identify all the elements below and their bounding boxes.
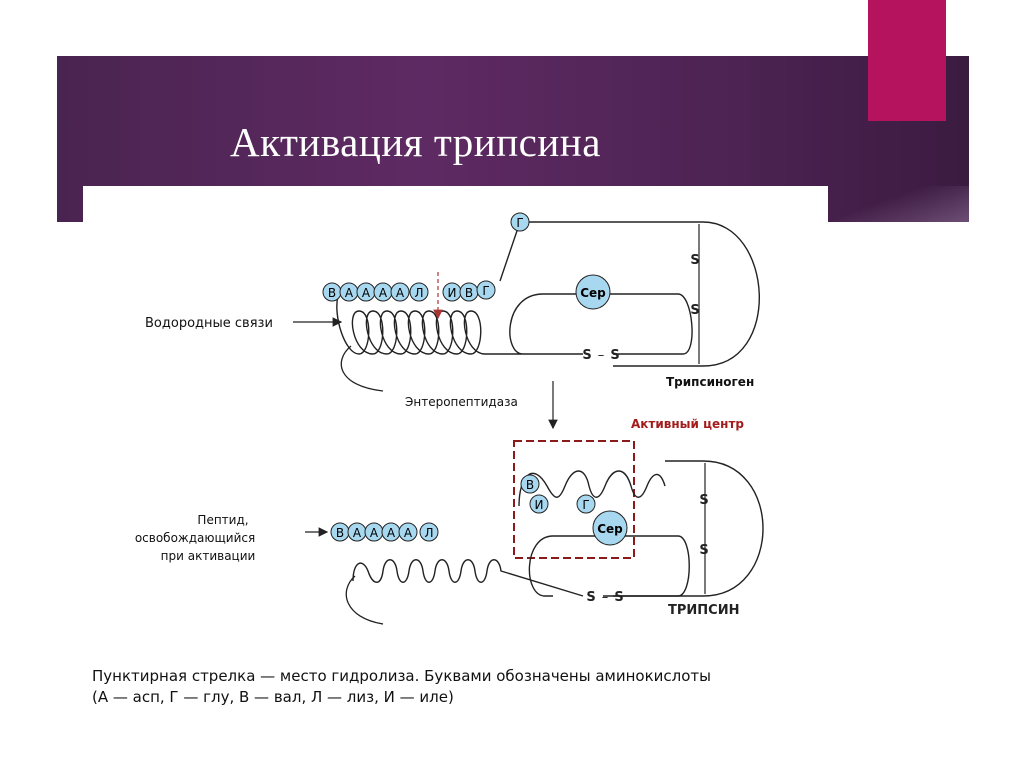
residue-label: А xyxy=(404,526,413,540)
active-center-box xyxy=(513,440,635,559)
residue-i-active xyxy=(529,494,549,514)
residue-label: В xyxy=(328,286,336,300)
slide-title: Активация трипсина xyxy=(230,119,601,165)
disulfide-s: S xyxy=(699,543,708,558)
residue-label: А xyxy=(387,526,396,540)
trypsin-helix xyxy=(352,559,584,597)
disulfide-s: S xyxy=(690,303,699,318)
trypsinogen-tail xyxy=(340,345,384,392)
disulfide-dash: – xyxy=(602,590,609,605)
disulfide-s: S xyxy=(582,348,591,363)
trypsinogen-structure: В А А А А Л И В Г Г xyxy=(145,212,760,430)
trypsin-activation-diagram: В А А А А Л И В Г Г xyxy=(135,212,764,625)
header-sweep xyxy=(827,186,969,222)
residue-g-top xyxy=(510,212,530,232)
residue-label: А xyxy=(370,526,379,540)
residue-v-active xyxy=(520,474,540,494)
trypsinogen-outer-loop xyxy=(499,221,760,367)
label-active-center: Активный центр xyxy=(631,417,744,431)
caption-line2: (А — асп, Г — глу, В — вал, Л — лиз, И —… xyxy=(92,688,454,706)
trypsin-outer-loop xyxy=(603,460,764,597)
accent-rectangle xyxy=(868,0,946,121)
label-peptide-line2: освобождающийся xyxy=(135,531,255,545)
disulfide-s: S xyxy=(586,590,595,605)
residue-label: А xyxy=(362,286,371,300)
residue-label: Л xyxy=(414,286,423,300)
residue-label: А xyxy=(345,286,354,300)
figure-caption: Пунктирная стрелка — место гидролиза. Бу… xyxy=(92,666,822,708)
disulfide-dash: – xyxy=(598,348,605,363)
trypsinogen-residues: В А А А А Л И В Г xyxy=(322,280,496,302)
trypsinogen-loop xyxy=(503,293,693,355)
label-trypsinogen: Трипсиноген xyxy=(666,375,754,389)
residue-v-active-label: В xyxy=(526,478,534,492)
residue-label: В xyxy=(465,286,473,300)
residue-label: А xyxy=(396,286,405,300)
label-enteropeptidase: Энтеропептидаза xyxy=(405,395,518,409)
disulfide-s: S xyxy=(610,348,619,363)
residue-label: В xyxy=(336,526,344,540)
residue-label: А xyxy=(353,526,362,540)
trypsin-tail xyxy=(345,575,384,625)
residue-label: А xyxy=(379,286,388,300)
disulfide-s: S xyxy=(690,253,699,268)
residue-i-active-label: И xyxy=(535,498,544,512)
diagram-panel: В А А А А Л И В Г Г xyxy=(83,186,828,731)
label-peptide-line1: Пептид, xyxy=(197,513,248,527)
label-trypsin: ТРИПСИН xyxy=(668,603,739,618)
label-hydrogen-bonds: Водородные связи xyxy=(145,316,273,331)
residue-g-active xyxy=(576,494,596,514)
residue-g-active-label: Г xyxy=(582,498,589,512)
caption-line1: Пунктирная стрелка — место гидролиза. Бу… xyxy=(92,667,711,685)
ser-label-top: Сер xyxy=(580,286,606,300)
disulfide-s: S xyxy=(699,493,708,508)
residue-g-top-label: Г xyxy=(516,216,523,230)
label-peptide-line3: при активации xyxy=(161,549,256,563)
trypsinogen-helix xyxy=(336,295,503,355)
residue-label: И xyxy=(448,286,457,300)
released-peptide: В А А А А Л xyxy=(330,522,439,542)
residue-label: Г xyxy=(482,284,489,298)
trypsin-helix-active xyxy=(518,470,666,507)
residue-label: Л xyxy=(424,526,433,540)
ser-residue-top xyxy=(575,274,611,310)
disulfide-s: S xyxy=(614,590,623,605)
ser-label-bottom: Сер xyxy=(597,522,623,536)
ser-residue-bottom xyxy=(592,510,628,546)
trypsin-structure: Активный центр В И Г Сер S S S – xyxy=(135,417,764,625)
